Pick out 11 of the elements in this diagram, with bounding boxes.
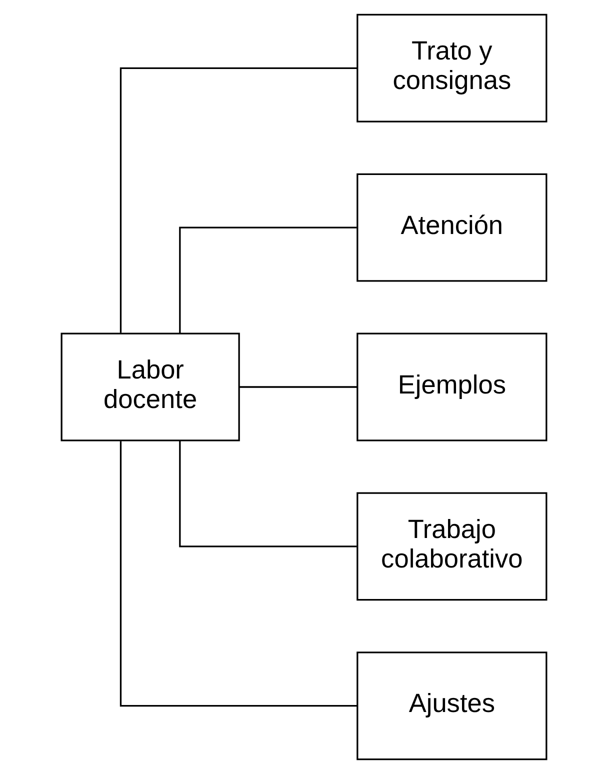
node-box: Ejemplos: [356, 332, 548, 442]
node-box: Labor docente: [60, 332, 240, 442]
node-box: Atención: [356, 173, 548, 282]
connector: [120, 441, 358, 707]
connector: [120, 67, 358, 333]
node-box: Ajustes: [356, 652, 548, 760]
node-box: Trato y consignas: [356, 14, 548, 122]
connector: [179, 226, 357, 334]
connector: [179, 440, 357, 548]
connector: [239, 386, 358, 388]
node-box: Trabajo colaborativo: [356, 492, 548, 601]
